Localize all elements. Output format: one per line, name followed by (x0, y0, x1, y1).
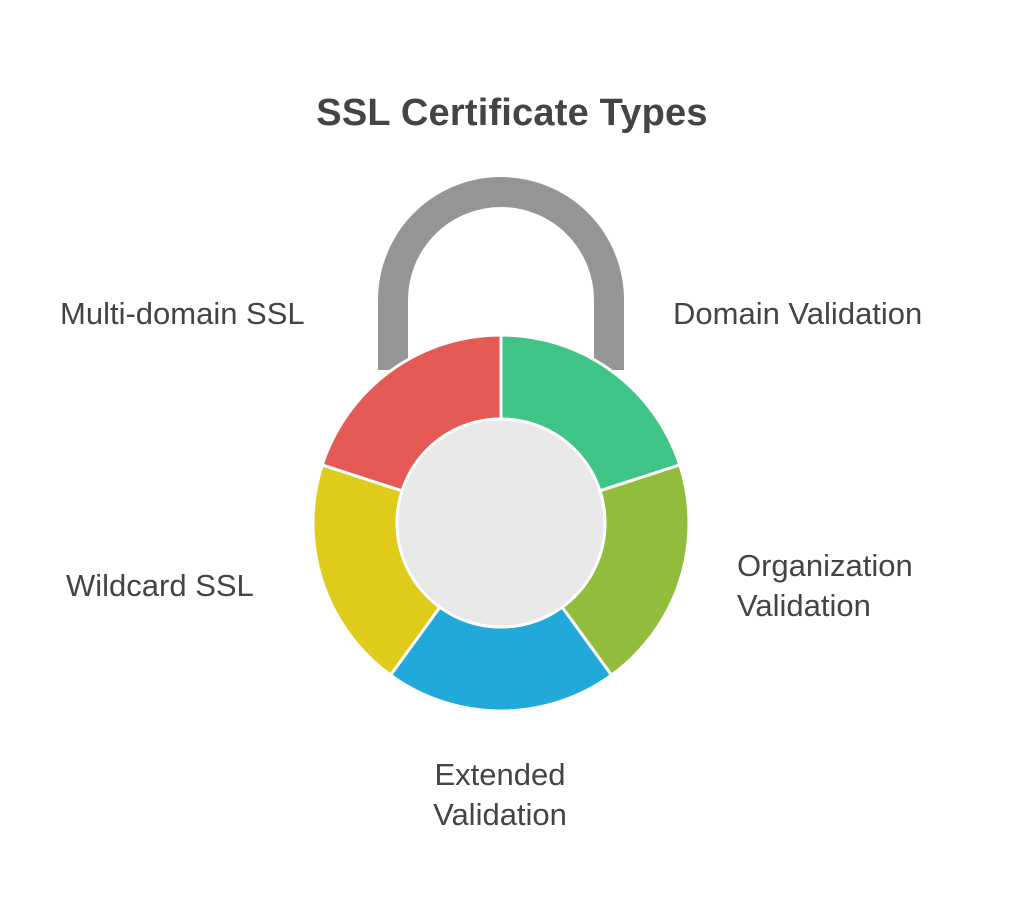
label-extended-validation: Extended Validation (433, 757, 567, 832)
padlock-shackle (378, 177, 624, 370)
padlock-center (395, 417, 607, 629)
diagram-title: SSL Certificate Types (316, 92, 708, 134)
padlock-ring (311, 333, 691, 713)
label-domain-validation: Domain Validation (673, 296, 923, 331)
label-multi-domain-ssl: Multi-domain SSL (60, 296, 305, 331)
label-wildcard-ssl: Wildcard SSL (66, 568, 254, 603)
label-organization-validation: Organization Validation (737, 548, 913, 623)
